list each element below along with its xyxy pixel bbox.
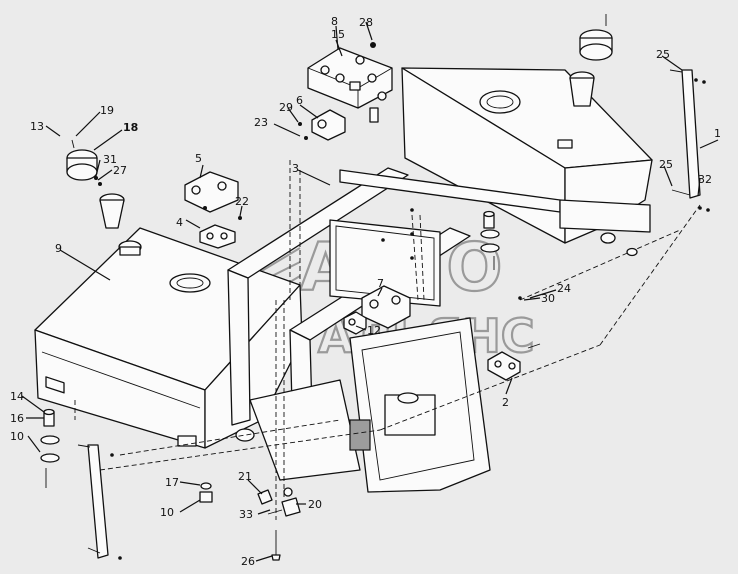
bottom-fittings xyxy=(199,482,301,561)
callout-5: 5 xyxy=(195,152,202,165)
right-mount xyxy=(480,210,500,270)
callout-25-top: 25 xyxy=(656,48,670,61)
callout-1: 1 xyxy=(714,127,721,140)
callout-3: 3 xyxy=(292,162,299,175)
right-cap xyxy=(569,14,613,107)
hydraulic-block xyxy=(307,42,393,123)
reference-lines xyxy=(74,160,701,520)
callout-6: 6 xyxy=(296,94,303,107)
filter-6 xyxy=(298,109,346,141)
callout-21: 21 xyxy=(238,470,252,483)
distributor-2 xyxy=(487,343,541,381)
callout-29: 29 xyxy=(279,101,293,114)
callout-17: 17 xyxy=(165,476,179,489)
leader-lines xyxy=(21,21,719,562)
left-cap xyxy=(66,139,125,229)
callout-23: 23 xyxy=(254,116,268,129)
callout-18: 18 xyxy=(123,121,138,134)
callout-25-mid: 25 xyxy=(659,158,673,171)
callout-19: 19 xyxy=(100,104,114,117)
callout-16: 16 xyxy=(10,412,24,425)
callout-4: 4 xyxy=(176,216,183,229)
valve-5 xyxy=(184,171,239,213)
callout-10-left: 10 xyxy=(10,430,24,443)
callout-24: 24 xyxy=(557,282,571,295)
callout-13: 13 xyxy=(30,120,44,133)
callout-15: 15 xyxy=(331,28,345,41)
callout-10-bottom: 10 xyxy=(160,506,174,519)
left-strap xyxy=(77,444,122,560)
right-strap xyxy=(669,69,710,212)
callout-2: 2 xyxy=(502,396,509,409)
valve-4 xyxy=(199,216,242,249)
callout-20: 20 xyxy=(308,498,322,511)
callout-7: 7 xyxy=(377,277,384,290)
callout-12: 12 xyxy=(367,324,381,337)
callout-22: 22 xyxy=(235,195,249,208)
callout-28: 28 xyxy=(359,16,373,29)
left-mount xyxy=(40,408,60,488)
callout-30: 30 xyxy=(541,292,555,305)
callout-8: 8 xyxy=(331,15,338,28)
callout-32: 32 xyxy=(698,173,712,186)
callout-33: 33 xyxy=(239,508,253,521)
valve-7 xyxy=(343,285,411,335)
callout-31: 31 xyxy=(103,153,117,166)
callout-labels: 1 2 3 4 5 6 7 8 9 10 10 12 13 14 15 16 1… xyxy=(10,15,721,568)
main-frame xyxy=(227,167,651,493)
callout-27: 27 xyxy=(113,164,127,177)
callout-26: 26 xyxy=(241,555,255,568)
small-parts-right xyxy=(381,208,638,300)
callout-14: 14 xyxy=(10,390,24,403)
callout-9: 9 xyxy=(55,242,62,255)
